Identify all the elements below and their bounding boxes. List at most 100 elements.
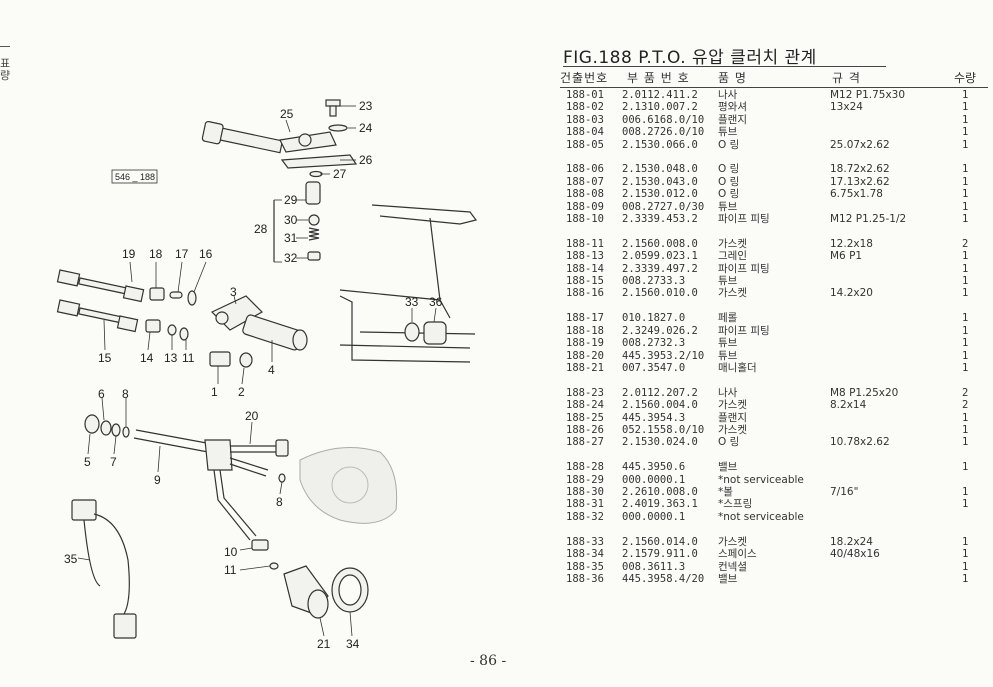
header-rule	[560, 87, 988, 88]
cell-item-no: 188-02	[566, 101, 604, 114]
cell-qty: 1	[962, 312, 969, 325]
edge-text-2: 량	[0, 69, 11, 82]
figure-badge: 546 _ 188	[115, 172, 155, 182]
oring-8b	[278, 473, 286, 483]
title-underline	[563, 66, 886, 67]
cell-name: 파이프 피팅	[718, 213, 770, 226]
cell-name: 튜브	[718, 200, 738, 213]
callout-36: 36	[429, 295, 443, 309]
cell-name: 가스켓	[718, 399, 747, 412]
cell-name: 튜브	[718, 337, 738, 350]
cell-name: 평와셔	[718, 101, 747, 114]
cell-part-no: 2.3339.453.2	[622, 213, 698, 226]
cell-part-no: 2.4019.363.1	[622, 498, 698, 511]
cell-name: O 링	[718, 436, 740, 449]
fitting-18	[149, 287, 165, 301]
cell-item-no: 188-31	[566, 498, 604, 511]
cell-item-no: 188-23	[566, 386, 604, 399]
cell-qty: 1	[962, 324, 969, 337]
callout-14: 14	[140, 351, 154, 365]
callout-30: 30	[284, 213, 298, 227]
col-header-part: 부 품 번 호	[627, 71, 690, 85]
cell-qty: 1	[962, 287, 969, 300]
callout-31: 31	[284, 231, 298, 245]
cell-qty: 1	[962, 498, 969, 511]
callout-32: 32	[284, 251, 298, 265]
cell-qty: 1	[962, 213, 969, 226]
cell-item-no: 188-35	[566, 560, 604, 573]
valve-36	[423, 321, 447, 345]
leader-lines	[77, 105, 437, 637]
cell-name: 그레인	[718, 250, 747, 263]
cell-qty: 1	[962, 572, 969, 585]
callout-13: 13	[164, 351, 178, 365]
cell-part-no: 007.3547.0	[622, 361, 686, 374]
cell-name: 가스켓	[718, 237, 747, 250]
cell-item-no: 188-06	[566, 163, 604, 176]
cell-item-no: 188-16	[566, 287, 604, 300]
pipe-19	[56, 269, 145, 303]
cell-spec: M6 P1	[830, 250, 863, 263]
cell-item-no: 188-19	[566, 337, 604, 350]
cell-spec: 12.2x18	[830, 237, 873, 250]
cell-spec: 7/16"	[830, 486, 859, 499]
cell-part-no: 2.3339.497.2	[622, 262, 698, 275]
callout-8a: 8	[122, 387, 129, 401]
cell-part-no: 2.1530.012.0	[622, 188, 698, 201]
cell-qty: 1	[962, 423, 969, 436]
callout-7: 7	[110, 455, 117, 469]
cell-spec: 13x24	[830, 101, 863, 114]
cell-item-no: 188-18	[566, 324, 604, 337]
gasket-33	[404, 322, 420, 342]
cell-spec: 40/48x16	[830, 548, 880, 561]
cell-part-no: 2.2610.008.0	[622, 486, 698, 499]
screw-1	[209, 351, 231, 367]
callout-8b: 8	[276, 495, 283, 509]
cell-qty: 1	[962, 361, 969, 374]
callout-15: 15	[98, 351, 112, 365]
cell-qty: 1	[962, 101, 969, 114]
cell-name: O 링	[718, 175, 740, 188]
tube-manifold-20	[133, 429, 289, 541]
pipe-15	[56, 299, 139, 333]
valve-21	[283, 565, 329, 619]
oring-6	[100, 420, 112, 436]
cell-item-no: 188-26	[566, 423, 604, 436]
cell-name: *not serviceable	[718, 473, 804, 486]
callout-26: 26	[359, 153, 373, 167]
cell-name: 파이프 피팅	[718, 324, 770, 337]
ferrule-17	[169, 291, 183, 299]
cell-spec: 10.78x2.62	[830, 436, 890, 449]
cell-spec: 18.2x24	[830, 535, 873, 548]
cell-qty: 1	[962, 126, 969, 139]
cell-name: 플랜지	[718, 411, 747, 424]
cell-spec: M8 P1.25x20	[830, 386, 899, 399]
callout-1: 1	[211, 385, 218, 399]
cell-part-no: 2.1560.010.0	[622, 287, 698, 300]
cell-part-no: 008.2727.0/30	[622, 200, 705, 213]
cell-name: 스페이스	[718, 548, 757, 561]
cell-part-no: 2.0599.023.1	[622, 250, 698, 263]
spacer-34	[331, 567, 369, 613]
cell-item-no: 188-14	[566, 262, 604, 275]
cell-item-no: 188-34	[566, 548, 604, 561]
engine-sketch	[299, 447, 398, 524]
cell-name: O 링	[718, 163, 740, 176]
cell-qty: 1	[962, 175, 969, 188]
